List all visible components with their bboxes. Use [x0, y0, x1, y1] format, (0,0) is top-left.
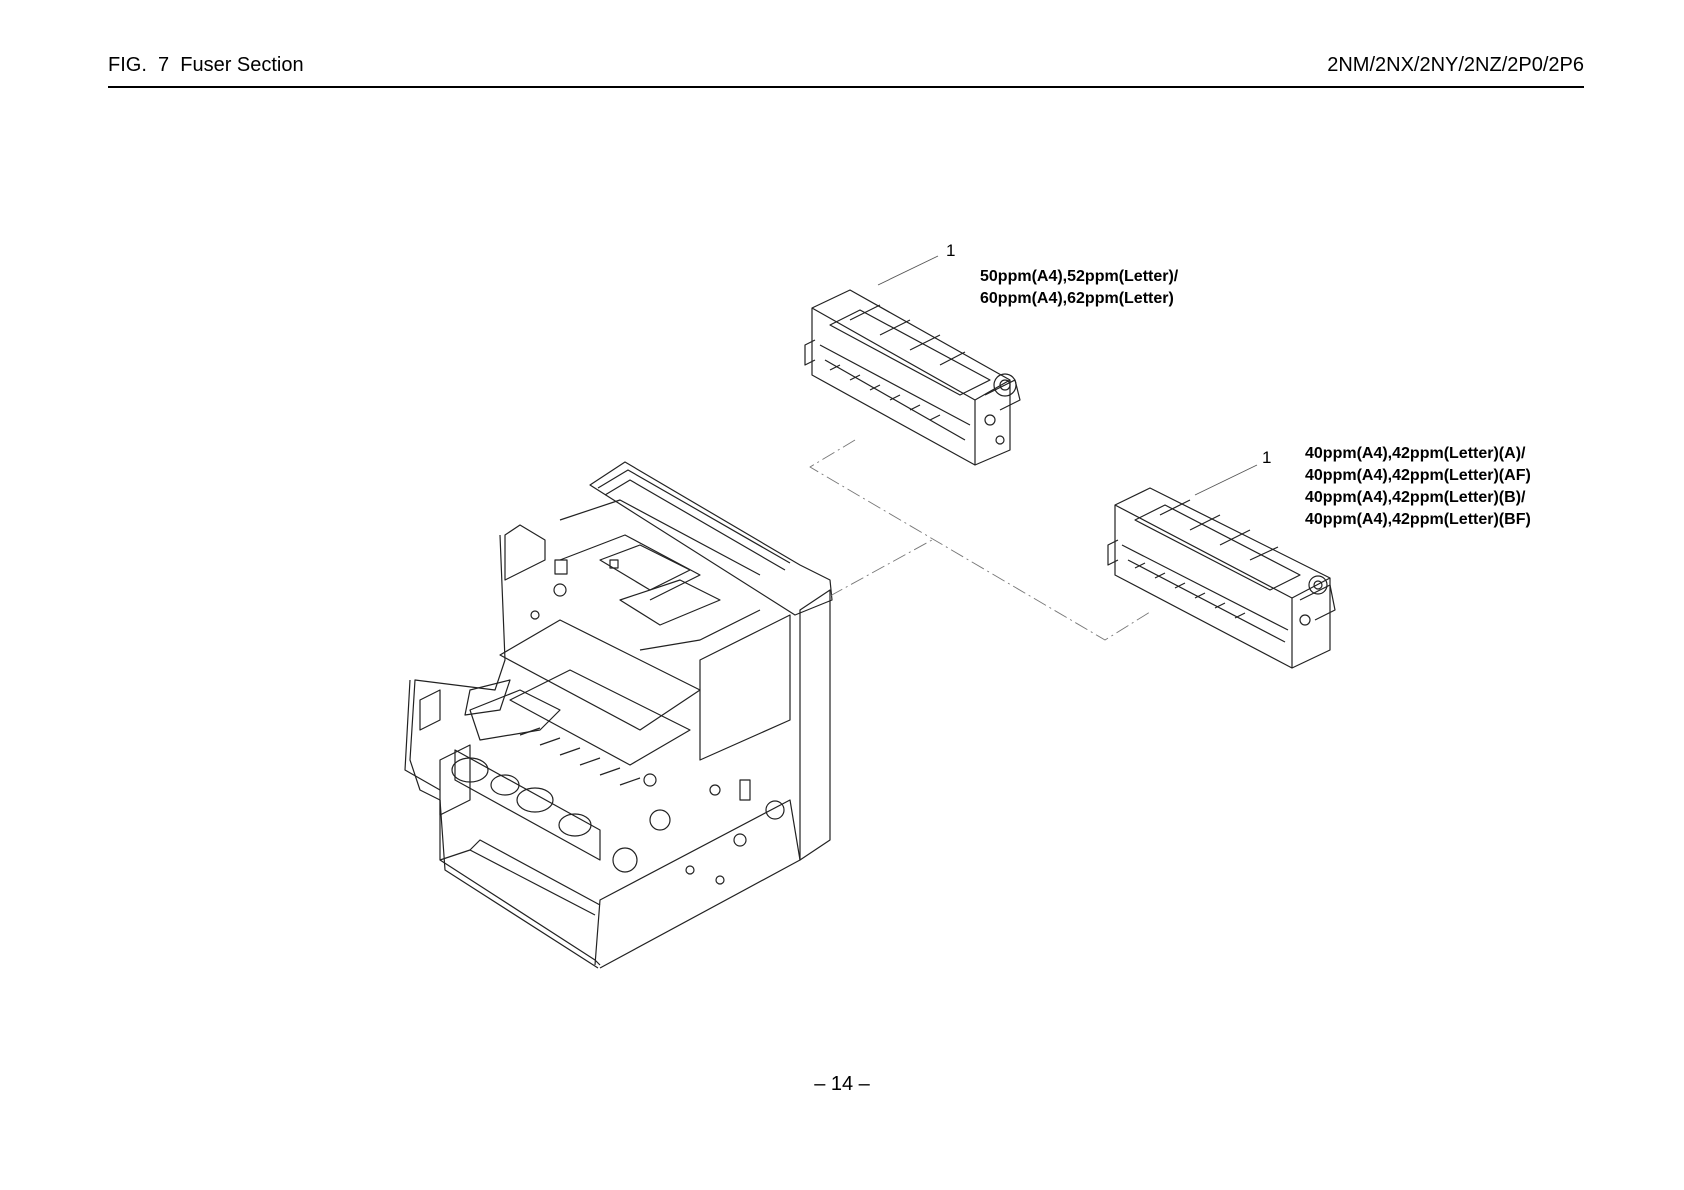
page-number: – 14 – [814, 1073, 870, 1095]
upper-fuser-illustration [804, 289, 1021, 466]
installation-lines [809, 439, 1151, 641]
variant-line: 40ppm(A4),42ppm(Letter)(A)/ [1305, 445, 1526, 462]
lower-fuser-variant-label: 40ppm(A4),42ppm(Letter)(A)/ 40ppm(A4),42… [1305, 443, 1531, 531]
variant-line: 40ppm(A4),42ppm(Letter)(B)/ [1305, 489, 1526, 506]
variant-line: 60ppm(A4),62ppm(Letter) [980, 290, 1174, 307]
leader-lines [877, 255, 1258, 496]
page-header: FIG. 7 Fuser Section 2NM/2NX/2NY/2NZ/2P0… [108, 52, 1584, 88]
figure-title: FIG. 7 Fuser Section [108, 54, 304, 76]
model-codes: 2NM/2NX/2NY/2NZ/2P0/2P6 [1327, 54, 1584, 76]
upper-fuser-ref-number: 1 [946, 241, 956, 260]
variant-line: 50ppm(A4),52ppm(Letter)/ [980, 268, 1179, 285]
upper-fuser-variant-label: 50ppm(A4),52ppm(Letter)/ 60ppm(A4),62ppm… [980, 266, 1178, 310]
lower-fuser-illustration [1107, 487, 1336, 669]
lower-fuser-ref-number: 1 [1262, 448, 1272, 467]
main-frame-illustration [404, 461, 833, 969]
variant-line: 40ppm(A4),42ppm(Letter)(BF) [1305, 511, 1531, 528]
variant-line: 40ppm(A4),42ppm(Letter)(AF) [1305, 467, 1531, 484]
